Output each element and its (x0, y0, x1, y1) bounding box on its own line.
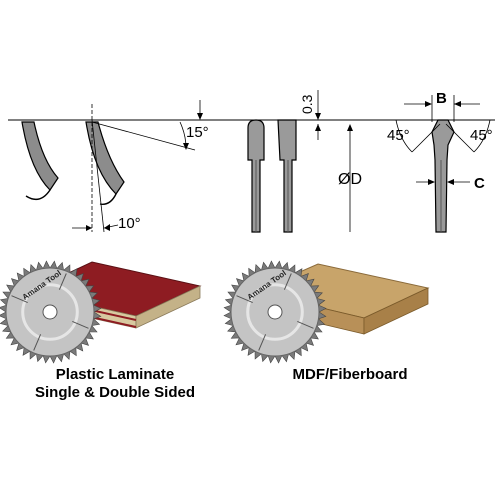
arrow-head (197, 113, 203, 120)
arrow-head (428, 179, 435, 185)
blade-expansion-slot (11, 295, 28, 304)
blade-expansion-slot (33, 334, 42, 351)
bevel-tooth: B 45° 45° C (387, 90, 493, 233)
arrow-head (86, 225, 92, 231)
gullet-curve-2 (99, 193, 117, 205)
saw-blade-1: Amana Tool (0, 260, 102, 364)
blade-sheen (21, 283, 79, 341)
mdf-illustration: Amana Tool (223, 260, 430, 364)
arrow-head (347, 124, 353, 131)
gullet-curve (25, 189, 51, 201)
tooth-left (21, 121, 59, 191)
blade-expansion-slot (258, 334, 267, 351)
arrow-head (447, 179, 454, 185)
blade-expansion-slot (297, 320, 314, 329)
caption-1-line-2: Single & Double Sided (34, 384, 195, 401)
product-caption-1: Plastic Laminate Single & Double Sided (10, 366, 220, 402)
bevel-line-right (445, 123, 475, 153)
blade-arbor-hole (267, 304, 283, 320)
hook-angle-line (91, 121, 196, 151)
hook-angle-label: 15° (186, 124, 209, 141)
laminate-board-side (135, 285, 201, 329)
blade-sheen (246, 283, 304, 341)
bevel-tooth-body (431, 119, 455, 233)
clearance-angle-label: 10° (118, 215, 141, 232)
arrow-head (104, 224, 110, 231)
bevel-left-label: 45° (387, 127, 410, 144)
arrow-head (425, 101, 432, 107)
blade-expansion-slot (58, 273, 67, 290)
clearance-angle-line (91, 119, 105, 233)
blade-expansion-slot (283, 273, 292, 290)
blade-arbor-hole (42, 304, 58, 320)
diameter-label: ØD (338, 171, 362, 188)
caption-2-line-1: MDF/Fiberboard (292, 366, 408, 383)
offset-label: 0.3 (299, 94, 315, 114)
saw-blade-2: Amana Tool (223, 260, 327, 364)
kerf-width-label: B (436, 90, 447, 107)
product-caption-2: MDF/Fiberboard (250, 366, 450, 384)
arrow-head (315, 113, 321, 120)
bevel-arc-left (395, 119, 413, 153)
bevel-arc-right (473, 119, 491, 153)
laminate-illustration: Amana Tool (0, 260, 202, 364)
arrow-head (454, 101, 461, 107)
mdf-board-side (363, 287, 429, 335)
blade-expansion-slot (72, 320, 89, 329)
bevel-line-left (411, 123, 441, 153)
bevel-right-label: 45° (470, 127, 493, 144)
blade-profile-2 (277, 119, 297, 233)
caption-1-line-1: Plastic Laminate (55, 366, 175, 383)
tooth-right (85, 121, 125, 195)
arrow-head (183, 143, 189, 150)
blade-expansion-slot (236, 295, 253, 304)
blade-side-profiles: 0.3 ØD (247, 90, 362, 233)
thickness-label: C (474, 175, 485, 192)
tooth-profile: 15° 10° (21, 100, 209, 233)
arrow-head (315, 124, 321, 131)
